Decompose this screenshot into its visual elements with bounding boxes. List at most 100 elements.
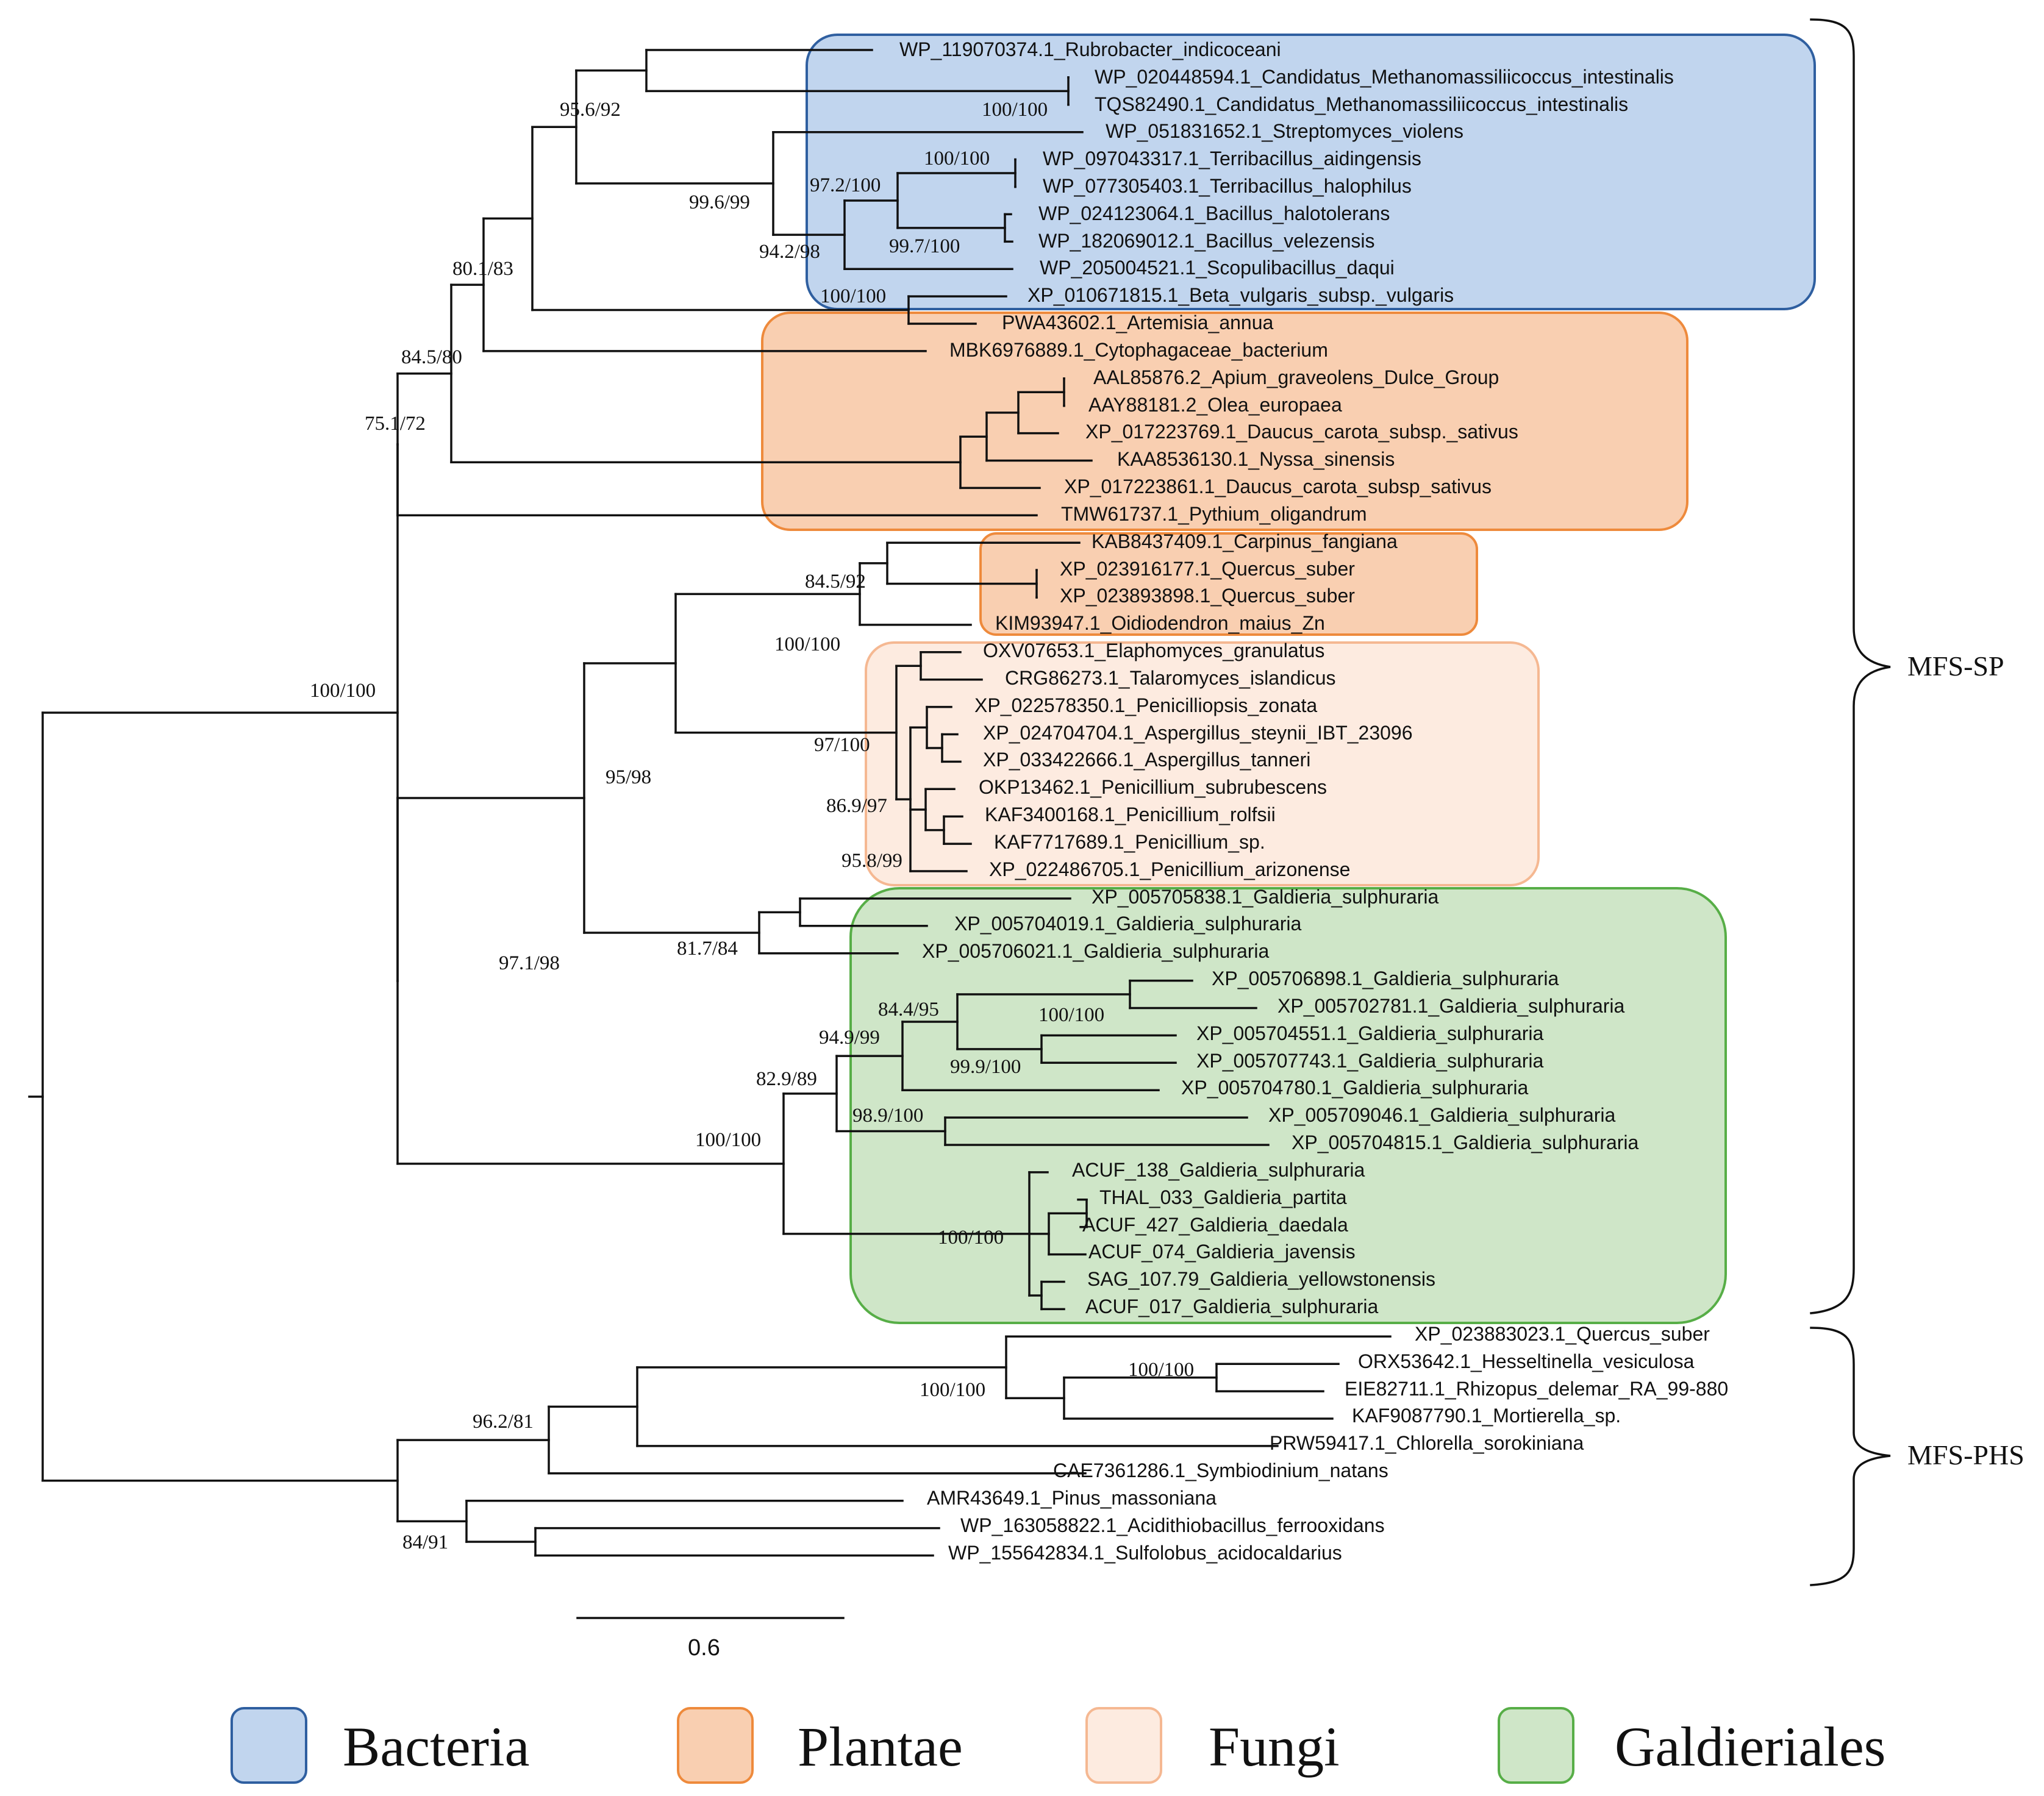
leaf-label: ACUF_138_Galdieria_sulphuraria [1072,1159,1365,1181]
support-value: 100/100 [774,633,840,655]
clade-label-mfs-phs: MFS-PHS [1907,1439,2024,1470]
leaf-label: ACUF_017_Galdieria_sulphuraria [1085,1295,1378,1317]
mfs-sp-brace [1810,18,1891,1314]
support-value: 84/91 [402,1531,448,1553]
leaf-label: PRW59417.1_Chlorella_sorokiniana [1270,1432,1584,1454]
leaf-label: XP_023893898.1_Quercus_suber [1060,585,1355,607]
leaf-label: ACUF_074_Galdieria_javensis [1088,1241,1356,1263]
leaf-label: CAE7361286.1_Symbiodinium_natans [1053,1459,1388,1481]
support-value: 84.5/92 [805,571,866,593]
support-value: 86.9/97 [826,795,887,817]
scale-bar-label: 0.6 [688,1635,720,1661]
leaf-label: WP_182069012.1_Bacillus_velezensis [1038,230,1374,252]
leaf-label: WP_119070374.1_Rubrobacter_indicoceani [899,38,1281,60]
mfs-phs-brace [1810,1327,1891,1586]
support-value: 100/100 [1128,1359,1194,1381]
leaf-label: XP_017223769.1_Daucus_carota_subsp._sati… [1085,421,1518,443]
legend-label-galdieriales: Galdieriales [1615,1716,1885,1778]
leaf-label: XP_033422666.1_Aspergillus_tanneri [983,749,1310,771]
scale-bar: 0.6 [576,1617,845,1661]
leaf-label: PWA43602.1_Artemisia_annua [1002,312,1274,333]
support-values: 100/100 95.6/92 99.6/99 97.2/100 100/100… [310,99,1194,1553]
leaf-label: WP_097043317.1_Terribacillus_aidingensis [1043,148,1421,169]
support-value: 94.2/98 [759,241,820,263]
support-value: 98.9/100 [852,1105,923,1127]
leaf-label: XP_005704551.1_Galdieria_sulphuraria [1196,1022,1544,1044]
legend-swatch-fungi [1085,1707,1162,1784]
support-value: 99.7/100 [889,235,960,257]
leaf-label: THAL_033_Galdieria_partita [1099,1186,1347,1208]
tree-branches [28,49,1392,1557]
leaf-label: XP_005702781.1_Galdieria_sulphuraria [1278,995,1625,1017]
support-value: 100/100 [695,1129,761,1151]
support-value: 97.1/98 [499,952,560,974]
legend-label-plantae: Plantae [798,1716,963,1778]
leaf-label: KAF7717689.1_Penicillium_sp. [994,831,1265,853]
leaf-label: ACUF_427_Galdieria_daedala [1082,1214,1348,1236]
leaf-label: WP_155642834.1_Sulfolobus_acidocaldarius [948,1542,1342,1564]
support-value: 100/100 [920,1379,985,1401]
leaf-label: XP_017223861.1_Daucus_carota_subsp_sativ… [1064,476,1492,497]
support-value: 82.9/89 [756,1068,817,1090]
fungi-box [865,641,1540,886]
leaf-labels: WP_119070374.1_Rubrobacter_indicoceani W… [899,38,1728,1564]
support-value: 84.5/80 [401,346,462,368]
leaf-label: XP_005705838.1_Galdieria_sulphuraria [1092,886,1439,908]
leaf-label: KIM93947.1_Oidiodendron_maius_Zn [995,612,1325,634]
bacteria-box [806,34,1816,310]
leaf-label: XP_005704019.1_Galdieria_sulphuraria [954,913,1302,935]
leaf-label: OXV07653.1_Elaphomyces_granulatus [983,640,1324,661]
support-value: 100/100 [1038,1004,1104,1026]
leaf-label: XP_024704704.1_Aspergillus_steynii_IBT_2… [983,722,1413,744]
support-value: 100/100 [982,99,1048,121]
leaf-label: SAG_107.79_Galdieria_yellowstonensis [1087,1268,1435,1290]
support-value: 81.7/84 [677,938,738,960]
legend: Bacteria Plantae Fungi Galdieriales [230,1707,1885,1784]
leaf-label: OKP13462.1_Penicillium_subrubescens [979,776,1327,798]
leaf-label: XP_005704780.1_Galdieria_sulphuraria [1181,1077,1529,1099]
leaf-label: AMR43649.1_Pinus_massoniana [927,1487,1217,1509]
leaf-label: KAB8437409.1_Carpinus_fangiana [1092,530,1398,552]
support-value: 94.9/99 [819,1027,880,1049]
leaf-label: TMW61737.1_Pythium_oligandrum [1061,503,1367,525]
leaf-label: WP_077305403.1_Terribacillus_halophilus [1043,175,1412,197]
support-value: 100/100 [938,1227,1004,1249]
support-value: 97.2/100 [810,174,881,196]
clade-braces: MFS-SP MFS-PHS [1810,18,2024,1586]
clade-label-mfs-sp: MFS-SP [1907,650,2004,682]
leaf-label: KAF3400168.1_Penicillium_rolfsii [985,804,1276,825]
leaf-label: XP_022578350.1_Penicilliopsis_zonata [974,694,1317,716]
legend-label-bacteria: Bacteria [343,1716,529,1778]
leaf-label: ORX53642.1_Hesseltinella_vesiculosa [1358,1350,1695,1372]
leaf-label: WP_020448594.1_Candidatus_Methanomassili… [1095,66,1674,88]
leaf-label: XP_005704815.1_Galdieria_sulphuraria [1292,1131,1639,1153]
leaf-label: WP_051831652.1_Streptomyces_violens [1106,120,1463,142]
plantae-box-1 [761,312,1688,531]
leaf-label: XP_023916177.1_Quercus_suber [1060,558,1355,580]
leaf-label: KAF9087790.1_Mortierella_sp. [1352,1405,1621,1427]
leaf-label: TQS82490.1_Candidatus_Methanomassiliicoc… [1095,93,1628,115]
support-value: 99.9/100 [950,1056,1021,1078]
support-value: 95.6/92 [560,99,621,121]
leaf-label: XP_005706898.1_Galdieria_sulphuraria [1212,967,1559,989]
leaf-label: WP_205004521.1_Scopulibacillus_daqui [1040,257,1395,279]
support-value: 97/100 [814,734,870,756]
leaf-label: AAL85876.2_Apium_graveolens_Dulce_Group [1093,366,1499,388]
support-value: 100/100 [820,285,886,307]
leaf-label: WP_163058822.1_Acidithiobacillus_ferroox… [960,1514,1385,1536]
support-value: 100/100 [310,680,376,702]
leaf-label: WP_024123064.1_Bacillus_halotolerans [1038,202,1390,224]
legend-swatch-galdieriales [1498,1707,1574,1784]
support-value: 80.1/83 [452,258,513,280]
leaf-label: EIE82711.1_Rhizopus_delemar_RA_99-880 [1345,1378,1728,1400]
leaf-label: XP_010671815.1_Beta_vulgaris_subsp._vulg… [1027,284,1454,306]
support-value: 100/100 [924,148,990,169]
legend-swatch-bacteria [230,1707,307,1784]
leaf-label: XP_005709046.1_Galdieria_sulphuraria [1268,1104,1616,1126]
leaf-label: XP_023883023.1_Quercus_suber [1415,1323,1710,1345]
support-value: 75.1/72 [365,413,426,435]
leaf-label: MBK6976889.1_Cytophagaceae_bacterium [949,339,1328,361]
support-value: 99.6/99 [689,191,750,213]
legend-swatch-plantae [677,1707,754,1784]
